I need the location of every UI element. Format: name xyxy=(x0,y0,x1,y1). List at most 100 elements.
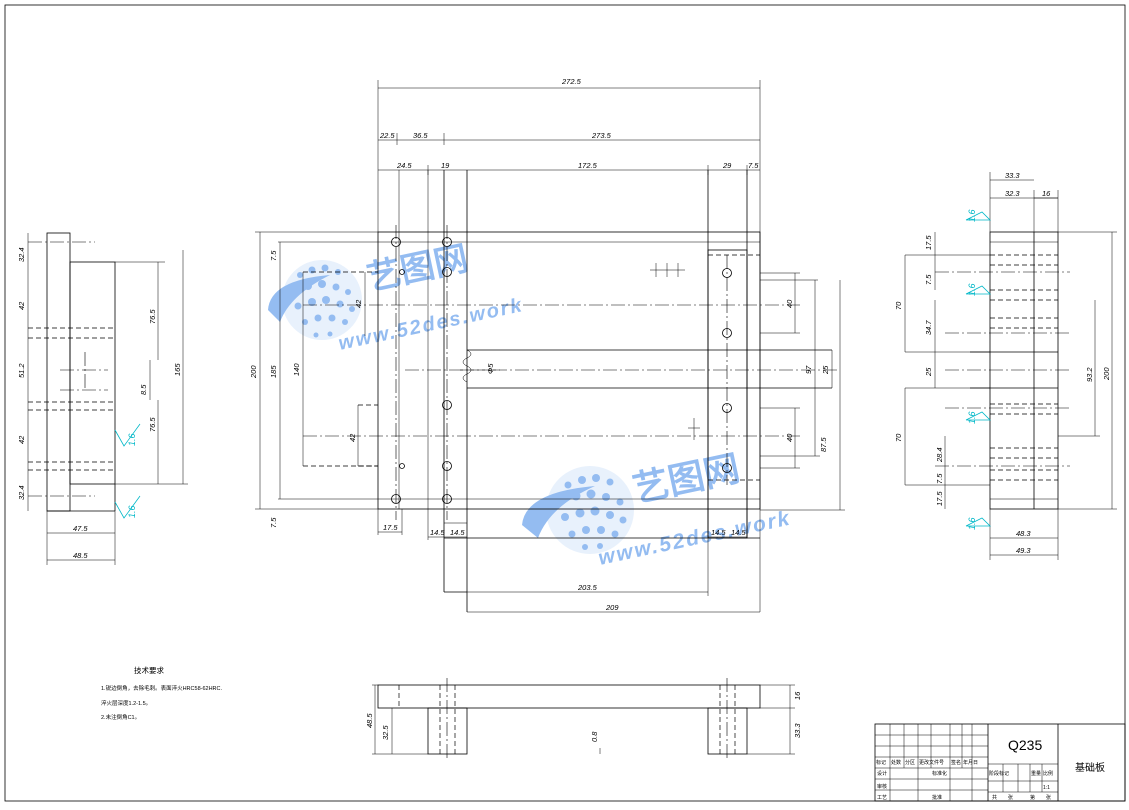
watermark-globe-icon xyxy=(268,260,362,340)
surface-roughness-icon: 1.6 xyxy=(114,423,141,447)
title-block-cell: 批准 xyxy=(932,794,942,801)
dim-label: 209 xyxy=(605,603,619,612)
dim-label: 273.5 xyxy=(591,131,612,140)
title-block-cell: 1:1 xyxy=(1043,785,1050,791)
dim-label: 97 xyxy=(804,365,813,374)
dim-label: 14.5 xyxy=(450,528,465,537)
watermark-2: 艺图网 www.52des.work xyxy=(522,447,793,570)
title-block-cell: 分区 xyxy=(905,759,915,766)
part-name: 基础板 xyxy=(1075,761,1105,774)
note-line: 1.锐边倒角，去除毛刺。表面淬火HRC58-62HRC. xyxy=(101,684,222,692)
dim-label: 32.5 xyxy=(381,725,390,740)
title-block-cell: 年月日 xyxy=(963,759,978,766)
title-block-cell: 设计 xyxy=(877,770,887,777)
dim-label: 33.3 xyxy=(1005,171,1020,180)
title-block: 标记 处数 分区 更改文件号 签名 年月日 设计 标准化 审核 工艺 批准 阶段… xyxy=(874,723,1126,802)
dim-label: 29 xyxy=(722,161,732,170)
title-block-cell: 张 xyxy=(1008,794,1013,801)
svg-text:1.6: 1.6 xyxy=(967,283,977,296)
dim-label: 51.2 xyxy=(17,363,26,378)
title-block-cell: 重量 xyxy=(1031,770,1041,777)
dim-label: 17.5 xyxy=(383,523,398,532)
watermark-brand: 艺图网 xyxy=(629,447,743,510)
dim-label: 203.5 xyxy=(577,583,598,592)
dim-label: 48.5 xyxy=(365,713,374,728)
right-side-view: 33.3 32.3 16 17.5 7.5 70 34.7 25 70 28.4… xyxy=(894,171,1117,560)
dim-label: 42 xyxy=(17,301,26,310)
dim-label: 165 xyxy=(173,363,182,376)
title-block-cell: 更改文件号 xyxy=(919,759,944,766)
svg-text:1.6: 1.6 xyxy=(967,411,977,424)
dim-label: 93.2 xyxy=(1085,367,1094,382)
dim-label: Φ5 xyxy=(486,363,495,374)
surface-roughness-icon: 1.6 xyxy=(965,517,991,530)
dim-label: 33.3 xyxy=(793,723,802,738)
dim-label: 17.5 xyxy=(924,235,933,250)
dim-label: 70 xyxy=(894,301,903,310)
svg-text:1.6: 1.6 xyxy=(127,433,137,446)
svg-text:1.6: 1.6 xyxy=(127,505,137,518)
dim-label: 25 xyxy=(924,367,933,377)
dim-label: 25 xyxy=(821,365,830,375)
svg-text:1.6: 1.6 xyxy=(967,517,977,530)
title-block-cell: 比例 xyxy=(1043,770,1053,777)
dim-label: 0.8 xyxy=(590,731,599,742)
left-side-view: 32.4 42 51.2 42 32.4 76.5 8.5 76.5 165 4… xyxy=(17,232,188,565)
dim-label: 42 xyxy=(354,299,363,308)
title-block-cell: 标准化 xyxy=(932,770,947,777)
surface-roughness-icon: 1.6 xyxy=(965,283,991,296)
dim-label: 7.5 xyxy=(269,250,278,261)
dim-label: 32.4 xyxy=(17,247,26,262)
dim-label: 19 xyxy=(441,161,450,170)
dim-label: 32.4 xyxy=(17,485,26,500)
dim-label: 22.5 xyxy=(379,131,395,140)
dim-label: 200 xyxy=(1102,367,1111,381)
dim-label: 16 xyxy=(793,691,802,700)
title-block-cell: 处数 xyxy=(891,759,901,766)
dim-label: 76.5 xyxy=(148,417,157,432)
title-block-cell: 工艺 xyxy=(877,795,887,801)
sheet-border xyxy=(4,4,1126,802)
dim-label: 17.5 xyxy=(935,491,944,506)
dim-label: 34.7 xyxy=(924,320,933,335)
dim-label: 40 xyxy=(785,299,794,308)
dim-label: 48.3 xyxy=(1016,529,1031,538)
dim-label: 42 xyxy=(348,433,357,442)
note-line: 淬火层深度1.2-1.5。 xyxy=(101,699,151,707)
bottom-view: 48.5 32.5 16 33.3 0.8 xyxy=(365,678,802,760)
material-label: Q235 xyxy=(1008,737,1042,753)
dim-label: 24.5 xyxy=(396,161,412,170)
dim-label: 36.5 xyxy=(413,131,428,140)
dim-label: 185 xyxy=(269,365,278,378)
dim-label: 49.3 xyxy=(1016,546,1031,555)
note-line: 2.未注倒角C1。 xyxy=(101,713,140,721)
dim-label: 28.4 xyxy=(935,447,944,463)
title-block-cell: 第 xyxy=(1030,794,1035,801)
watermark-globe-icon xyxy=(522,466,634,554)
watermark-1: 艺图网 www.52des.work xyxy=(268,239,525,355)
dim-label: 7.5 xyxy=(748,161,759,170)
dim-label: 140 xyxy=(292,363,301,376)
surface-roughness-icon: 1.6 xyxy=(965,209,991,222)
dim-label: 14.5 xyxy=(731,528,746,537)
dim-label: 172.5 xyxy=(578,161,598,170)
dim-label: 48.5 xyxy=(73,551,88,560)
title-block-cell: 签名 xyxy=(951,759,961,766)
title-block-cell: 张 xyxy=(1046,794,1051,801)
dim-label: 7.5 xyxy=(935,473,944,484)
dim-label: 47.5 xyxy=(73,524,88,533)
dim-label: 16 xyxy=(1042,189,1051,198)
title-block-cell: 阶段标记 xyxy=(989,770,1009,777)
dim-label: 7.5 xyxy=(269,517,278,528)
surface-roughness-icon: 1.6 xyxy=(114,495,141,519)
dim-label: 14.5 xyxy=(711,528,726,537)
title-block-cell: 共 xyxy=(992,794,997,801)
title-block-cell: 审核 xyxy=(877,783,887,790)
watermark-brand: 艺图网 xyxy=(364,239,472,297)
dim-label: 87.5 xyxy=(819,437,828,452)
front-view: 272.5 22.5 36.5 273.5 24.5 19 172.5 29 7… xyxy=(249,77,845,613)
dim-label: 8.5 xyxy=(139,384,148,395)
dim-label: 42 xyxy=(17,435,26,444)
title-block-cell: 标记 xyxy=(876,759,886,766)
